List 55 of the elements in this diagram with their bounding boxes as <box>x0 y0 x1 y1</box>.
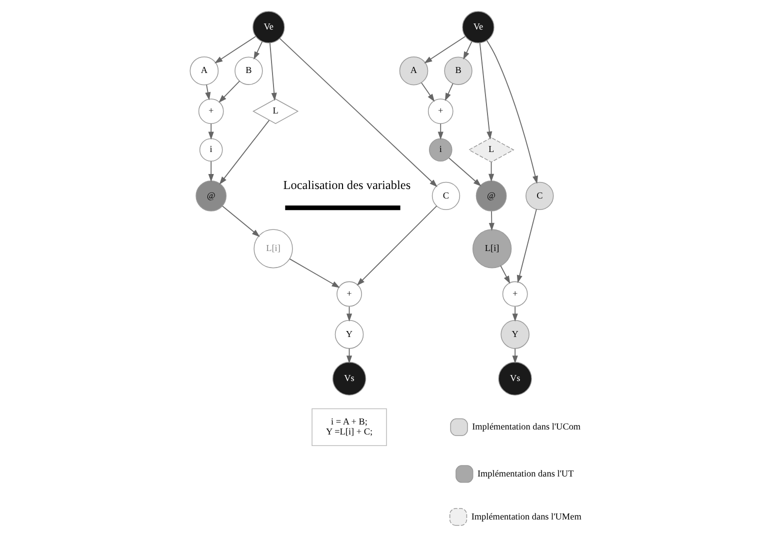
node-circle: B <box>444 56 472 85</box>
arrow <box>488 162 494 182</box>
node-circle: C <box>526 182 554 210</box>
arrow <box>500 265 510 284</box>
node-circle: L[i] <box>254 229 293 268</box>
node-diamond: L <box>468 137 514 163</box>
node-circle: Vs <box>498 362 532 396</box>
node-circle: Vs <box>332 362 366 396</box>
arrow <box>214 36 256 64</box>
node-circle: Y <box>334 320 364 349</box>
node-circle: A <box>190 56 219 86</box>
arrow <box>218 80 240 103</box>
arrow <box>279 38 438 188</box>
node-circle: B <box>234 56 263 85</box>
node-circle: Ve <box>462 11 494 44</box>
arrow <box>254 41 263 60</box>
arrow <box>438 123 444 140</box>
arrow <box>512 306 518 322</box>
arrow <box>269 42 277 101</box>
node-diamond: L <box>252 98 299 124</box>
node-circle: i <box>199 138 223 162</box>
legend-label: Implémentation dans l'UCom <box>472 422 581 432</box>
legend-label: Implémentation dans l'UT <box>477 468 574 478</box>
arrow <box>448 158 482 186</box>
arrow <box>208 123 214 140</box>
node-circle: @ <box>476 180 507 212</box>
arrow <box>356 205 438 286</box>
node-circle: + <box>428 98 454 124</box>
arrow <box>289 258 340 288</box>
arrow <box>222 206 260 237</box>
node-circle: L[i] <box>472 229 512 268</box>
node-circle: A <box>399 56 428 86</box>
node-circle: Y <box>500 320 530 349</box>
arrow <box>512 348 518 364</box>
node-circle: Ve <box>252 11 285 44</box>
arrow <box>421 82 435 102</box>
node-circle: + <box>502 281 528 307</box>
arrow <box>479 42 492 140</box>
arrow <box>444 83 454 102</box>
node-circle: + <box>336 281 362 307</box>
arrow <box>488 210 494 231</box>
node-circle: i <box>428 138 452 162</box>
arrow <box>516 208 537 284</box>
node-circle: @ <box>196 180 227 212</box>
arrow <box>463 41 472 60</box>
label: Localisation des variables <box>283 178 411 192</box>
node-box: i = A + B; Y =L[i] + C; <box>312 408 387 446</box>
arrow <box>205 84 211 100</box>
arrow <box>208 160 214 182</box>
arrow <box>486 40 538 184</box>
node-circle: + <box>198 98 224 124</box>
arrow <box>219 120 270 185</box>
node-circle: C <box>432 182 460 210</box>
arrow <box>424 36 466 64</box>
legend-label: Implémentation dans l'UMem <box>471 511 582 522</box>
